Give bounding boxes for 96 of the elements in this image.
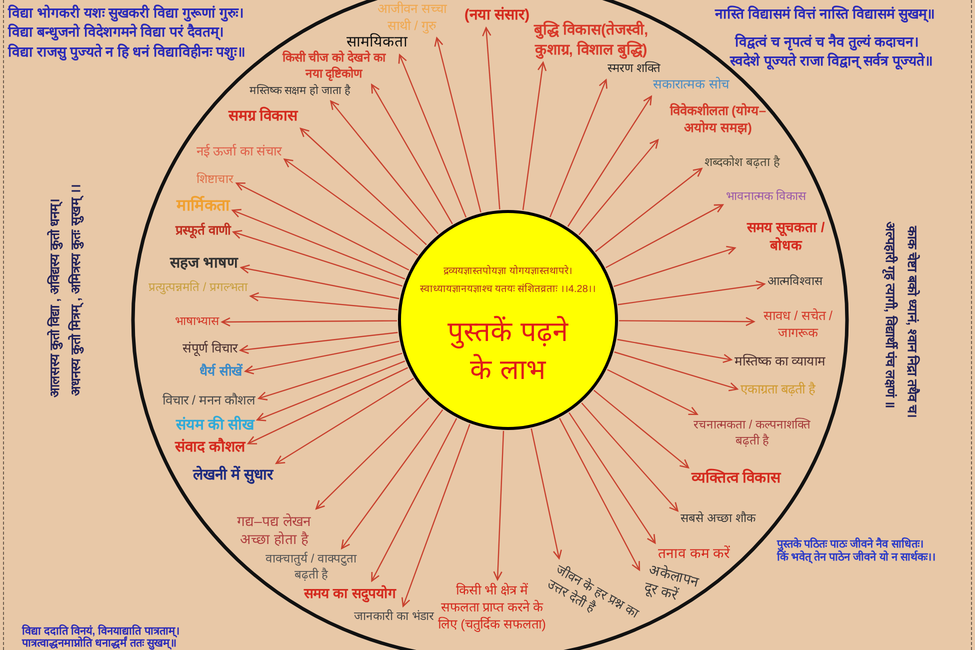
- arrow: [549, 79, 608, 218]
- arrow: [232, 230, 402, 287]
- arrow: [567, 96, 652, 227]
- arrow: [595, 168, 702, 252]
- arrow: [244, 340, 400, 374]
- arrow: [316, 397, 430, 510]
- arrow: [371, 418, 458, 582]
- arrow: [614, 246, 736, 287]
- benefit-text: नई ऊर्जा का संचार: [196, 144, 282, 160]
- benefit-text: सावध / सचेत / जागरूक: [757, 308, 839, 342]
- arrow: [606, 204, 724, 268]
- benefit-text: व्यक्तित्व विकास: [691, 468, 781, 488]
- arrow: [284, 158, 418, 256]
- arrow: [300, 128, 427, 246]
- benefit-text: तनाव कम करें: [658, 544, 730, 562]
- benefit-text: प्रस्फूर्त वाणी: [176, 222, 230, 240]
- verse-text: आलसस्य कुतो विद्या , अविद्यस्य कुतो धनम्।: [47, 198, 63, 398]
- arrow: [581, 402, 678, 512]
- arrow: [232, 208, 406, 280]
- benefit-text: समय सूचकता / बोधक: [738, 218, 834, 254]
- benefit-text: विवेकशीलता (योग्य–अयोग्य समझ): [660, 103, 776, 137]
- benefit-text: मार्मिकता: [176, 196, 230, 218]
- benefit-text: शिष्टाचार: [196, 172, 234, 188]
- benefit-text: मस्तिष्क का व्यायाम: [734, 354, 826, 370]
- arrow: [256, 360, 406, 422]
- arrow: [398, 54, 467, 218]
- benefit-text: आत्मविश्वास: [768, 274, 822, 290]
- arrow: [371, 84, 453, 224]
- benefit-text: सामयिकता: [346, 32, 408, 52]
- arrow: [276, 378, 414, 464]
- benefit-text: वाक्चातुर्य / वाक्पटुता बढ़ती है: [254, 551, 368, 583]
- verse-text: स्वदेशे पूज्यते राजा विद्वान् सर्वत्र पूज्यते॥: [730, 52, 932, 70]
- arrow: [594, 390, 690, 468]
- arrow: [619, 316, 755, 326]
- benefit-text: प्रत्युत्पन्नमति / प्रगल्भता: [148, 280, 248, 296]
- benefit-text: रचनात्मकता / कल्पनाशक्ति बढ़ती है: [691, 417, 813, 449]
- verse-text: विद्वत्वं च नृपत्वं च नैव तुल्यं कदाचन।: [735, 34, 918, 50]
- benefit-text: लेखनी में सुधार: [192, 465, 274, 485]
- benefit-text: समग्र विकास: [228, 106, 298, 126]
- arrow: [330, 100, 439, 234]
- arrow: [240, 332, 398, 354]
- benefit-text: किसी भी क्षेत्र में सफलता प्राप्त करने के लिए (चतुर्दिक सफलता): [438, 582, 546, 634]
- arrow: [240, 264, 400, 300]
- arrow: [559, 418, 640, 571]
- benefit-text: गद्य–पद्य लेखन अच्छा होता है: [225, 512, 323, 548]
- arrow: [617, 338, 732, 363]
- arrow: [434, 37, 482, 213]
- benefit-text: संवाद कौशल: [174, 437, 246, 457]
- verse-text: विद्या ददाति विनयं, विनयाद्याति पात्रताम्।: [22, 625, 180, 638]
- arrow: [614, 351, 738, 392]
- verse-text: अल्पहारी गृह त्यागी, विद्यार्थी पंच लक्षणं ॥: [882, 221, 898, 409]
- verse-text: विद्या राजसु पुज्यते न हि धनं विद्याविहीनः पशुः॥: [8, 44, 246, 60]
- benefit-text: एकाग्रता बढ़ती है: [740, 382, 816, 398]
- verse-text: अधनस्य कुतो मित्रम् , अमित्रस्य कुतः सुखम् ।।: [68, 184, 84, 396]
- benefit-text: संयम की सीख: [176, 415, 254, 435]
- arrow: [607, 369, 698, 416]
- benefit-text: सहज भाषण: [170, 253, 238, 273]
- verse-text: विद्या भोगकरी यशः सुखकरी विद्या गुरूणां गुरुः।: [8, 4, 244, 22]
- arrow: [221, 317, 397, 327]
- arrow: [530, 428, 562, 560]
- verse-text: पात्रत्वाद्धनमाप्नोति धनाद्धर्मं ततः सुखम्॥: [22, 637, 178, 650]
- arrow: [258, 352, 402, 400]
- arrow: [482, 27, 500, 210]
- benefit-text: किसी चीज को देखने का नया दृष्टिकोण: [274, 50, 394, 82]
- benefit-text: सकारात्मक सोच: [653, 76, 729, 94]
- arrow: [236, 182, 410, 271]
- arrow: [568, 412, 656, 544]
- benefit-text: स्मरण शक्ति: [607, 61, 661, 77]
- arrow: [493, 430, 504, 580]
- verse-text: काक चेष्टा बको ध्यानं, श्वान निद्रा तथैव च।: [904, 226, 920, 418]
- benefit-text: शब्दकोश बढ़ता है: [704, 155, 780, 171]
- benefit-text: विचार / मनन कौशल: [162, 392, 256, 410]
- benefit-text: (नया संसार): [464, 5, 530, 25]
- verse-text: नास्ति विद्यासमं वित्तं नास्ति विद्यासमं सुखम्॥: [715, 6, 934, 22]
- arrow: [247, 367, 408, 444]
- benefit-text: भावनात्मक विकास: [726, 189, 806, 205]
- verse-text: किं भवेत् तेन पाठेन जीवने यो न सार्थकः।।: [777, 551, 936, 565]
- benefit-text: मस्तिष्क सक्षम हो जाता है: [249, 84, 351, 98]
- title-text: पुस्तकें पढ़ने के लाभ: [446, 314, 570, 387]
- benefit-text: भाषाभ्यास: [175, 314, 219, 330]
- verse-text: विद्या बन्धुजनो विदेशगमने विद्या परं दैवतम्।: [8, 24, 224, 40]
- arrow: [578, 139, 659, 236]
- benefit-text: जानकारी का भंडार: [354, 609, 434, 625]
- verse-text: स्वाध्यायज्ञानयज्ञाश्च यतयः संशितव्रताः ।।4.28।।: [420, 282, 596, 297]
- benefit-text: समय का सदुपयोग: [304, 584, 396, 602]
- verse-text: पुस्तके पठितः पाठः जीवने नैव साधितः।: [777, 538, 924, 551]
- arrow: [618, 280, 766, 306]
- benefit-text: धैर्य सीखें: [200, 364, 242, 380]
- verse-text: द्रव्ययज्ञास्तपोयज्ञा योगयज्ञास्तथापरे।: [444, 264, 572, 279]
- benefit-text: संपूर्ण विचार: [182, 340, 238, 358]
- benefit-text: अकेलापन दूर करें: [642, 560, 714, 612]
- arrow: [341, 409, 444, 550]
- arrow: [522, 62, 547, 210]
- arrow: [250, 292, 398, 310]
- benefit-text: सबसे अच्छा शौक: [680, 511, 756, 527]
- arrow: [401, 424, 470, 607]
